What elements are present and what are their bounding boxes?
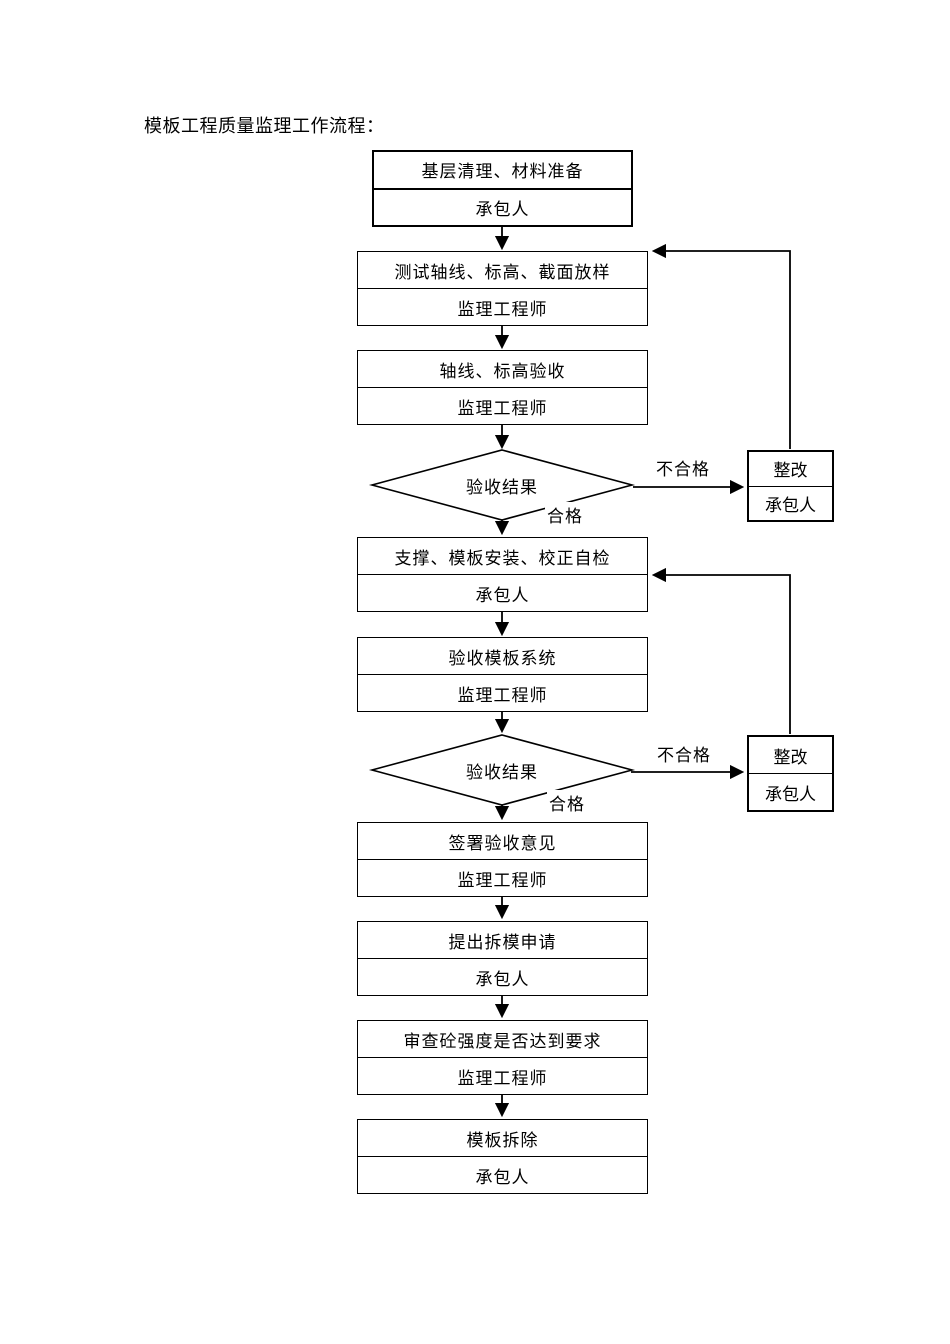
rework-box-1: 整改 承包人: [747, 450, 834, 522]
step-actor: 监理工程师: [457, 299, 548, 319]
arrow-rework1-feedback: [651, 243, 791, 449]
step-box-concrete-strength-review: 审查砼强度是否达到要求 监理工程师: [357, 1020, 648, 1095]
step-action: 基层清理、材料准备: [374, 152, 631, 190]
fail-label-2: 不合格: [655, 741, 713, 766]
step-action: 支撑、模板安装、校正自检: [358, 538, 647, 575]
step-actor: 承包人: [475, 969, 530, 989]
step-action: 轴线、标高验收: [358, 351, 647, 388]
step-box-base-cleaning: 基层清理、材料准备 承包人: [372, 150, 633, 227]
step-box-removal-application: 提出拆模申请 承包人: [357, 921, 648, 996]
step-action: 签署验收意见: [358, 823, 647, 860]
step-actor: 监理工程师: [457, 870, 548, 890]
rework-action: 整改: [749, 737, 832, 774]
step-actor: 承包人: [475, 1167, 530, 1187]
step-actor: 监理工程师: [457, 1068, 548, 1088]
pass-label-1: 合格: [545, 502, 585, 527]
decision-diamond-2-shape: [368, 734, 636, 806]
step-box-formwork-install-selfcheck: 支撑、模板安装、校正自检 承包人: [357, 537, 648, 612]
rework-action: 整改: [749, 452, 832, 487]
step-action: 审查砼强度是否达到要求: [358, 1021, 647, 1058]
step-actor: 承包人: [475, 199, 530, 219]
step-box-sign-acceptance-opinion: 签署验收意见 监理工程师: [357, 822, 648, 897]
step-box-formwork-system-acceptance: 验收模板系统 监理工程师: [357, 637, 648, 712]
rework-actor: 承包人: [765, 784, 816, 804]
rework-actor: 承包人: [765, 495, 816, 515]
step-actor: 监理工程师: [457, 685, 548, 705]
decision-diamond-1-shape: [368, 449, 636, 521]
arrow-rework2-feedback: [651, 567, 791, 734]
step-box-survey-layout: 测试轴线、标高、截面放样 监理工程师: [357, 251, 648, 326]
step-actor: 承包人: [475, 585, 530, 605]
step-action: 提出拆模申请: [358, 922, 647, 959]
page-title: 模板工程质量监理工作流程：: [144, 116, 385, 136]
pass-label-2: 合格: [547, 790, 587, 815]
step-actor: 监理工程师: [457, 398, 548, 418]
flow-arrows: [494, 227, 791, 1118]
step-action: 测试轴线、标高、截面放样: [358, 252, 647, 289]
step-action: 模板拆除: [358, 1120, 647, 1157]
rework-box-2: 整改 承包人: [747, 735, 834, 812]
fail-label-1: 不合格: [654, 455, 712, 480]
step-action: 验收模板系统: [358, 638, 647, 675]
step-box-formwork-removal: 模板拆除 承包人: [357, 1119, 648, 1194]
step-box-axis-elevation-acceptance: 轴线、标高验收 监理工程师: [357, 350, 648, 425]
